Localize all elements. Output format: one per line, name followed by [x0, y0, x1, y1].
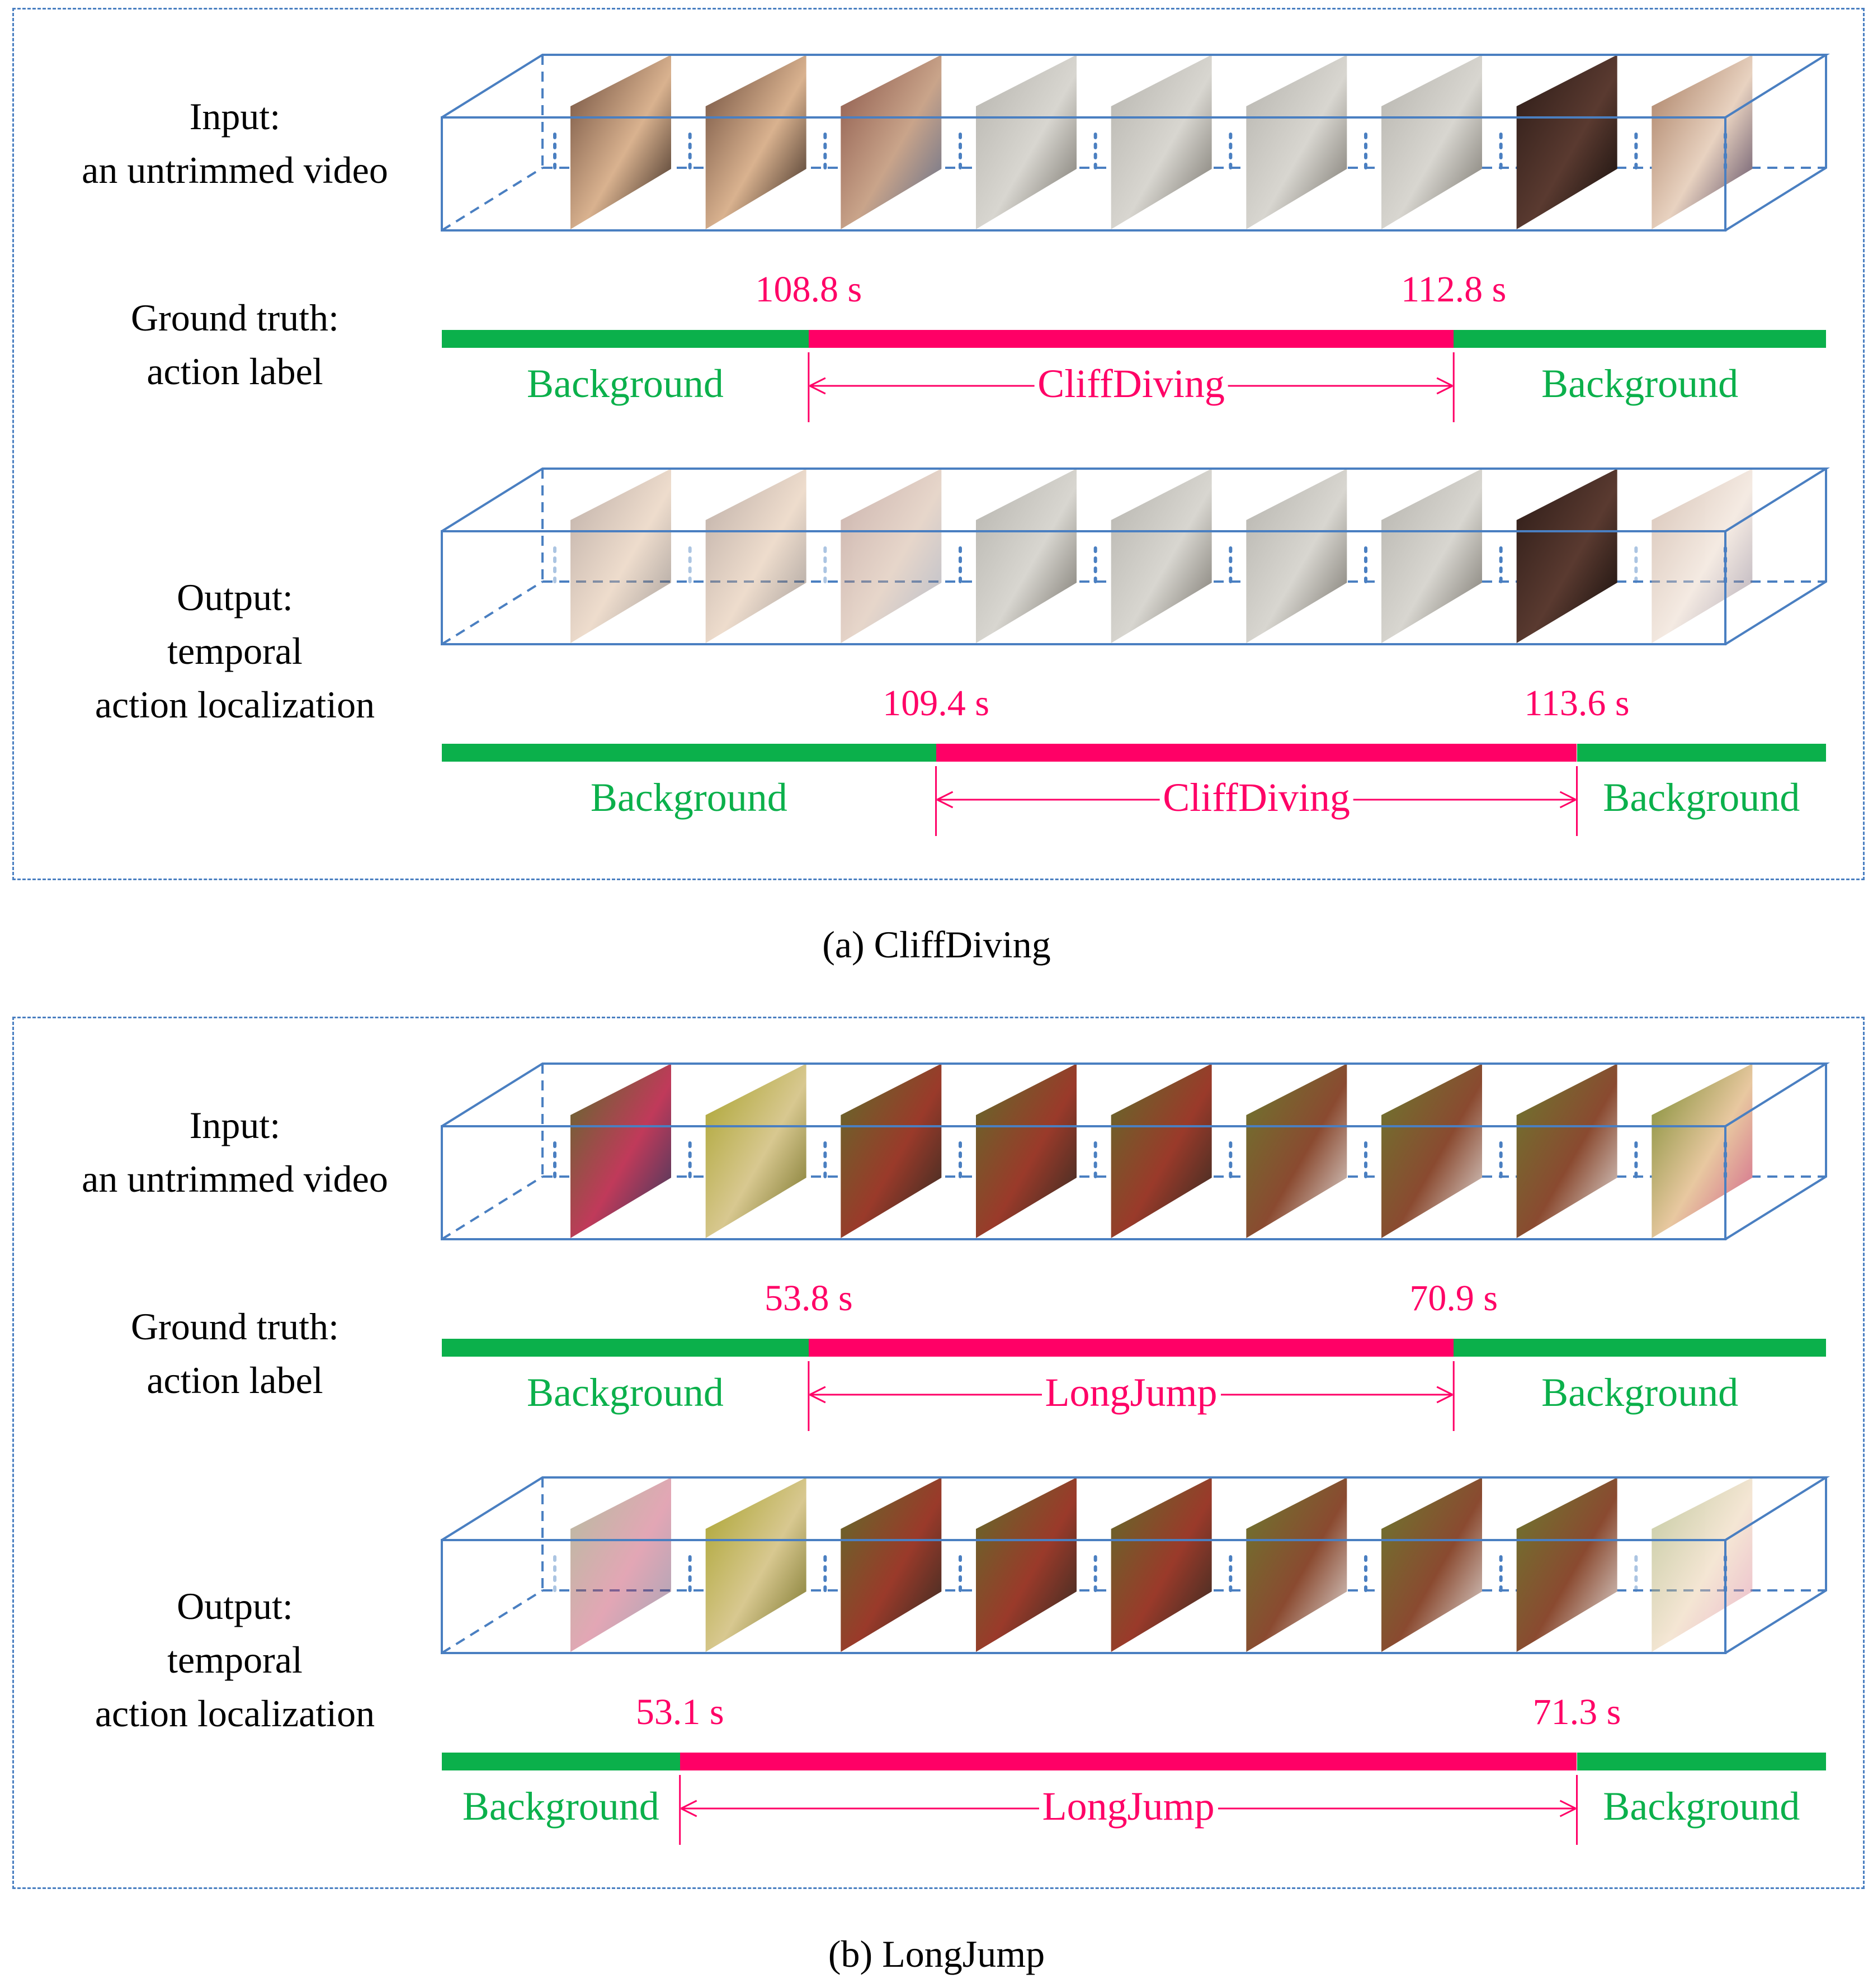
panel-a-input-video-cuboid-frame [553, 55, 671, 229]
panel-b-output-video-cuboid-frame [1634, 1477, 1753, 1652]
panel-a-output-video-cuboid-frame [553, 469, 671, 643]
panel-b-input-video-cuboid-side-face [1724, 1064, 1827, 1240]
panel-a-pred-timeline-background-left-label: Background [590, 775, 787, 820]
panel-b-input-video-cuboid-top-face [441, 1063, 1830, 1127]
panel-a-input-video-cuboid-frame [1093, 55, 1212, 229]
panel-b-input-video-cuboid-front-face [441, 1125, 1726, 1240]
panel-b-input-video-cuboid-hidden-edge [441, 1175, 544, 1240]
panel-b-input-video-cuboid-frame [553, 1064, 671, 1238]
panel-b-output-video-cuboid-top-face [441, 1476, 1830, 1541]
panel-b-input-video-cuboid-frame [1499, 1064, 1617, 1238]
panel-a-pred-timeline-background-left-bar [442, 744, 936, 762]
panel-b-output-video-cuboid-front-face [441, 1539, 1726, 1654]
panel-b-input-video-cuboid-frame [823, 1064, 942, 1238]
panel-b-output-video-cuboid-frame [1499, 1477, 1617, 1652]
panel-b-gt-timeline-action-bar [808, 1339, 1454, 1357]
panel-b-pred-timeline-action-bar [680, 1753, 1577, 1770]
panel-b-output-video-cuboid [441, 1476, 1830, 1654]
panel-a-output-video-cuboid-frame [688, 469, 806, 643]
panel-a-output-video-cuboid-frame [1634, 469, 1753, 643]
panel-a-output-video-cuboid-frame [1093, 469, 1212, 643]
panel-a-input-video-cuboid-frame [1364, 55, 1482, 229]
panel-a-output-video-cuboid [441, 468, 1830, 645]
panel-b-input-video-cuboid-frame [1229, 1064, 1347, 1238]
panel-a-output-video-cuboid-frame [823, 469, 942, 643]
panel-a-gt-start-time: 108.8 s [755, 269, 862, 310]
panel-b-gt-timeline-background-left-label: Background [526, 1370, 724, 1415]
panel-b-output-video-cuboid-frame [959, 1477, 1077, 1652]
panel-a-output-video-cuboid-frame [1499, 469, 1617, 643]
panel-a-gt-timeline-background-left-bar [442, 330, 809, 348]
panel-b-frame [12, 1017, 1865, 1889]
panel-b-input-video-cuboid-frame [1093, 1064, 1212, 1238]
panel-a-output-video-cuboid-top-face [441, 468, 1830, 532]
panel-b-gt-label: Ground truth:action label [130, 1305, 339, 1401]
panel-a-output-video-cuboid-hidden-edge [441, 580, 544, 645]
panel-a-input-video-cuboid-frame [823, 55, 942, 229]
panel-b-output-video-cuboid-frame [688, 1477, 806, 1652]
panel-b-output-video-cuboid-side-face [1724, 1477, 1827, 1654]
panel-b-gt-timeline-background-right-bar [1454, 1339, 1826, 1357]
panel-a-caption: (a) CliffDiving [822, 923, 1051, 966]
panel-b-input-video-cuboid-frame [1364, 1064, 1482, 1238]
panel-a-output-video-cuboid-frame [1229, 469, 1347, 643]
panel-b-pred-start-time: 53.1 s [635, 1692, 724, 1732]
panel-b-pred-timeline-background-left-label: Background [462, 1784, 659, 1829]
panel-a-output-video-cuboid-frame [1364, 469, 1482, 643]
panel-a-gt-timeline-background-left-label: Background [526, 361, 724, 406]
panel-b-output-video-cuboid-frame [823, 1477, 942, 1652]
panel-a-input-video-cuboid-frame [959, 55, 1077, 229]
panel-b-pred-timeline-action-label: LongJump [1039, 1783, 1218, 1830]
panel-a-gt-label: Ground truth:action label [130, 296, 339, 393]
panel-a-gt-timeline-background-right-bar [1454, 330, 1826, 348]
panel-a-input-video-cuboid-hidden-edge [441, 167, 544, 232]
panel-b-output-video-cuboid-frame [1229, 1477, 1347, 1652]
panel-b-input-video-cuboid-frame [959, 1064, 1077, 1238]
panel-a-gt-timeline-background-right-label: Background [1541, 361, 1739, 406]
panel-b-gt-timeline-background-left-bar [442, 1339, 809, 1357]
panel-b-gt-timeline-action-label: LongJump [1041, 1370, 1221, 1416]
panel-a-gt-timeline-action-label: CliffDiving [1034, 361, 1228, 407]
panel-b-gt-timeline-background-right-label: Background [1541, 1370, 1739, 1415]
panel-b-pred-timeline-background-right-label: Background [1603, 1784, 1800, 1829]
panel-a-input-video-cuboid [441, 54, 1830, 232]
panel-a-gt-timeline-action-bar [808, 330, 1454, 348]
panel-a-input-video-cuboid-front-face [441, 116, 1726, 232]
panel-a-input-video-cuboid-frame [1229, 55, 1347, 229]
panel-a-frame [12, 8, 1865, 880]
panel-a-pred-timeline-background-right-bar [1577, 744, 1826, 762]
panel-a-input-video-cuboid-frame [1499, 55, 1617, 229]
panel-b-output-video-cuboid-frame [1093, 1477, 1212, 1652]
panel-a-pred-timeline-background-right-label: Background [1603, 775, 1800, 820]
panel-b-output-video-cuboid-frame [553, 1477, 671, 1652]
panel-b-pred-timeline-background-left-bar [442, 1753, 680, 1770]
panel-a-output-video-cuboid-front-face [441, 530, 1726, 645]
panel-a-gt-end-time: 112.8 s [1401, 269, 1507, 310]
panel-a-input-video-cuboid-frame [688, 55, 806, 229]
panel-b-caption: (b) LongJump [828, 1933, 1045, 1975]
panel-b-pred-end-time: 71.3 s [1532, 1692, 1621, 1732]
panel-b-gt-end-time: 70.9 s [1409, 1278, 1498, 1319]
panel-a-output-video-cuboid-frame [959, 469, 1077, 643]
panel-b-pred-timeline-background-right-bar [1577, 1753, 1826, 1770]
panel-b-input-video-cuboid-frame [688, 1064, 806, 1238]
panel-a-input-label: Input:an untrimmed video [82, 95, 388, 191]
panel-a-pred-timeline-action-bar [936, 744, 1577, 762]
panel-a-input-video-cuboid-top-face [441, 54, 1830, 119]
panel-b-output-video-cuboid-hidden-edge [441, 1589, 544, 1654]
panel-b-input-label: Input:an untrimmed video [82, 1104, 388, 1200]
panel-b-output-video-cuboid-frame [1364, 1477, 1482, 1652]
panel-a-input-video-cuboid-frame [1634, 55, 1753, 229]
panel-b-input-video-cuboid-frame [1634, 1064, 1753, 1238]
panel-a-input-video-cuboid-side-face [1724, 55, 1827, 232]
panel-a-pred-start-time: 109.4 s [883, 683, 989, 724]
panel-a-pred-timeline-action-label: CliffDiving [1159, 775, 1353, 821]
panel-a-pred-end-time: 113.6 s [1524, 683, 1630, 724]
panel-b-input-video-cuboid [441, 1063, 1830, 1240]
panel-a-output-video-cuboid-side-face [1724, 469, 1827, 645]
panel-b-gt-start-time: 53.8 s [765, 1278, 853, 1319]
